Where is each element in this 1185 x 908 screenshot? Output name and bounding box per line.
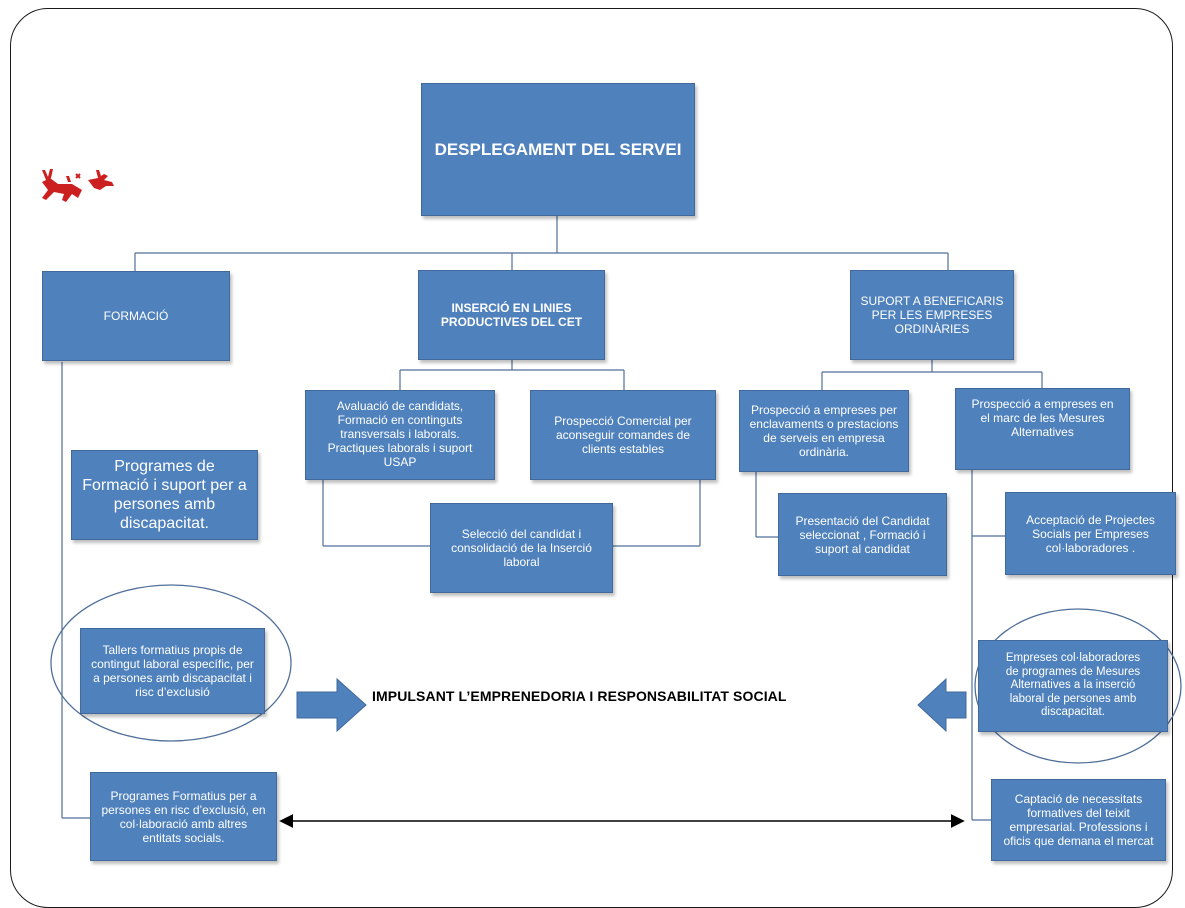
suport-presentacio-box: Presentació del Candidat seleccionat , F… bbox=[778, 493, 947, 576]
highlight-ellipse-right bbox=[974, 608, 1182, 764]
suport-prospeccio-mesures-box: Prospecció a empreses en el marc de les … bbox=[955, 388, 1130, 470]
suport-acceptacio-box: Acceptació de Projectes Socials per Empr… bbox=[1005, 492, 1176, 575]
suport-captacio-box: Captació de necessitats formatives del t… bbox=[991, 779, 1166, 861]
branch-box-formacio: FORMACIÓ bbox=[42, 271, 230, 361]
insercio-seleccio-box: Selecció del candidat i consolidació de … bbox=[430, 503, 613, 593]
block-arrow-left bbox=[917, 677, 967, 733]
insercio-prospeccio-comercial-box: Prospecció Comercial per aconseguir coma… bbox=[530, 390, 716, 480]
branch-box-suport: SUPORT A BENEFICARIS PER LES EMPRESES OR… bbox=[850, 270, 1014, 360]
branch-box-insercio: INSERCIÓ EN LINIES PRODUCTIVES DEL CET bbox=[418, 270, 605, 360]
connector-lines bbox=[50, 216, 1182, 828]
highlight-ellipse-left bbox=[50, 584, 292, 742]
suport-empreses-col-box: Empreses col·laboradores de programes de… bbox=[978, 640, 1168, 732]
formacio-programes-formatius-box: Programes Formatius per a persones en ri… bbox=[90, 772, 277, 861]
reindeer-logo bbox=[42, 169, 114, 202]
formacio-tallers-box: Tallers formatius propis de contingut la… bbox=[80, 628, 265, 714]
insercio-avaluacio-box: Avaluació de candidats, Formació en cont… bbox=[305, 390, 495, 480]
top-box-desplegament: DESPLEGAMENT DEL SERVEI bbox=[421, 83, 695, 216]
formacio-programes-box: Programes de Formació i suport per a per… bbox=[71, 450, 258, 540]
banner-text: IMPULSANT L’EMPRENEDORIA I RESPONSABILIT… bbox=[372, 688, 787, 704]
block-arrow-right bbox=[296, 677, 367, 733]
suport-prospeccio-enclavaments-box: Prospecció a empreses per enclavaments o… bbox=[739, 390, 909, 472]
